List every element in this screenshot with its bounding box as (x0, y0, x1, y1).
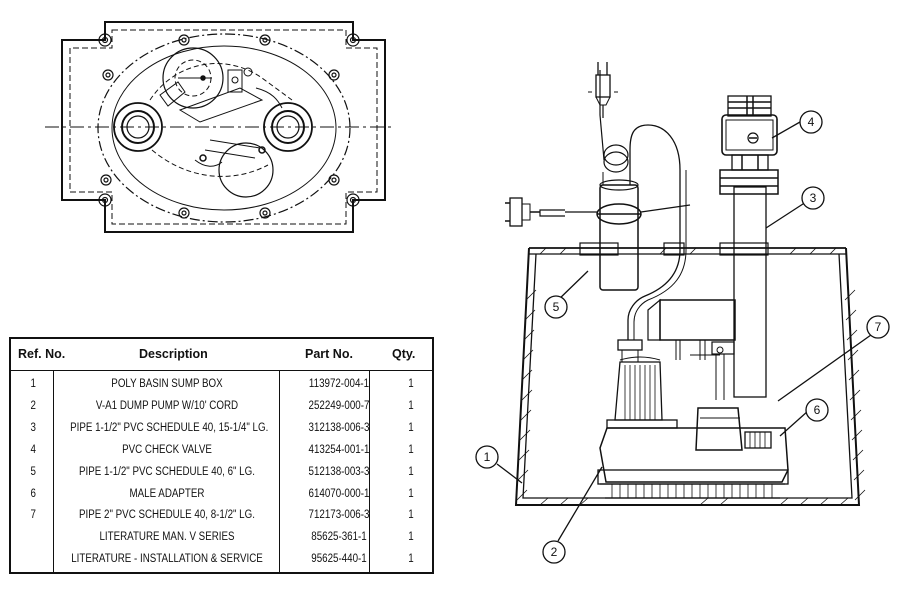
row-part: 712173-006-3 (308, 509, 370, 522)
row-description: PIPE 1-1/2" PVC SCHEDULE 40, 6" LG. (79, 465, 255, 478)
top-view (45, 21, 392, 233)
row-ref: 6 (30, 487, 36, 500)
row-description: PVC CHECK VALVE (122, 443, 212, 456)
row-description: PIPE 1-1/2" PVC SCHEDULE 40, 15-1/4" LG. (70, 421, 269, 434)
callout-1: 1 (484, 450, 491, 464)
table-row: LITERATURE MAN. V SERIES 85625-361-1 1 (11, 527, 432, 549)
table-header: Ref. No. Description Part No. Qty. (11, 339, 432, 371)
divider-desc (279, 371, 280, 572)
row-part: 113972-004-1 (308, 378, 370, 390)
table-row: 2 V-A1 DUMP PUMP W/10' CORD 252249-000-7 1 (11, 396, 432, 418)
row-qty: 1 (408, 531, 414, 544)
row-part: 95625-440-1 (311, 553, 367, 566)
table-row: 1 POLY BASIN SUMP BOX 113972-004-1 1 (11, 374, 432, 396)
callout-leaders (496, 121, 879, 542)
row-qty: 1 (408, 553, 414, 566)
callout-2: 2 (551, 545, 558, 559)
row-qty: 1 (408, 421, 414, 434)
row-part: 312138-006-3 (308, 421, 370, 434)
row-ref: 4 (30, 443, 36, 456)
table-row: 3 PIPE 1-1/2" PVC SCHEDULE 40, 15-1/4" LG… (11, 418, 432, 440)
row-part: 614070-000-1 (308, 487, 370, 500)
header-qty: Qty. (392, 347, 416, 361)
callout-7: 7 (875, 320, 882, 334)
table-row: 5 PIPE 1-1/2" PVC SCHEDULE 40, 6" LG. 5121… (11, 462, 432, 484)
row-ref: 7 (30, 509, 36, 522)
header-ref: Ref. No. (18, 347, 66, 361)
row-part: 252249-000-7 (308, 399, 370, 412)
divider-part (369, 371, 370, 572)
parts-table: Ref. No. Description Part No. Qty. 1 POLY… (9, 337, 434, 574)
row-qty: 1 (408, 465, 414, 478)
row-description: PIPE 2" PVC SCHEDULE 40, 8-1/2" LG. (79, 509, 255, 522)
callout-5: 5 (553, 300, 560, 314)
callout-3: 3 (810, 191, 817, 205)
row-part: 413254-001-1 (308, 443, 370, 456)
table-row: 7 PIPE 2" PVC SCHEDULE 40, 8-1/2" LG. 7121… (11, 505, 432, 527)
divider-ref (53, 371, 54, 572)
row-description: V-A1 DUMP PUMP W/10' CORD (95, 399, 239, 412)
table-row: 6 MALE ADAPTER 614070-000-1 1 (11, 484, 432, 506)
callout-6: 6 (814, 403, 821, 417)
row-part: 512138-003-3 (308, 465, 370, 478)
row-qty: 1 (408, 509, 414, 522)
row-description: MALE ADAPTER (129, 487, 205, 500)
row-ref: 3 (30, 421, 36, 434)
row-description: POLY BASIN SUMP BOX (111, 378, 223, 390)
row-qty: 1 (408, 487, 414, 500)
row-part: 85625-361-1 (311, 531, 367, 544)
table-row: LITERATURE - INSTALLATION & SERVICE 95625… (11, 549, 432, 571)
row-description: LITERATURE MAN. V SERIES (99, 531, 235, 544)
row-ref: 1 (30, 378, 36, 390)
row-qty: 1 (408, 443, 414, 456)
row-description: LITERATURE - INSTALLATION & SERVICE (71, 553, 263, 566)
table-row: 4 PVC CHECK VALVE 413254-001-1 1 (11, 440, 432, 462)
row-qty: 1 (408, 399, 414, 412)
callout-4: 4 (808, 115, 815, 129)
row-ref: 2 (30, 399, 36, 412)
header-part: Part No. (305, 347, 353, 361)
row-qty: 1 (408, 378, 414, 390)
side-view (505, 62, 866, 506)
header-description: Description (139, 347, 208, 361)
row-ref: 5 (30, 465, 36, 478)
